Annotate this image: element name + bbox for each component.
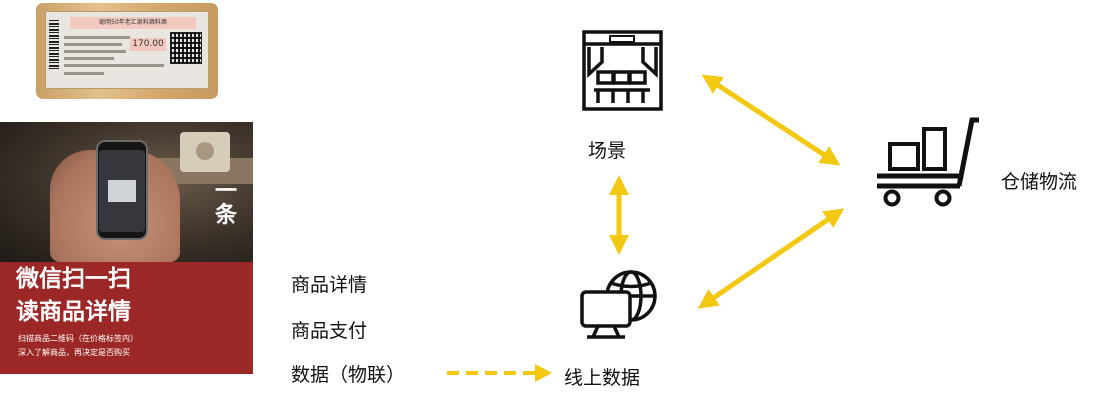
- arrow-scene-logistics: [701, 74, 841, 166]
- photo-speaker-dial: [196, 142, 214, 160]
- banner-line-2: 深入了解商品，再决定是否购买: [18, 348, 130, 357]
- banner-headline-1: 微信扫一扫: [16, 266, 131, 292]
- price-tag-image: 聪明50年老汇泉料酒料酒 170.00: [36, 3, 218, 99]
- price-value: 170.00: [130, 38, 166, 51]
- arrow-online-logistics: [697, 208, 845, 309]
- node-label-logistics: 仓储物流: [1001, 171, 1078, 193]
- monitor-globe-icon: [580, 270, 657, 339]
- tag-detail-line: [64, 57, 114, 60]
- price-tag-screen: 聪明50年老汇泉料酒料酒 170.00: [45, 11, 209, 89]
- tag-detail-line: [64, 50, 126, 53]
- tag-detail-line: [64, 36, 130, 39]
- banner-headline-2: 读商品详情: [16, 299, 131, 325]
- price-tag-header: 聪明50年老汇泉料酒料酒: [70, 17, 196, 29]
- banner-badge: 一条: [214, 179, 237, 228]
- barcode: [49, 20, 59, 70]
- tag-detail-line: [64, 72, 104, 75]
- node-label-scene: 场景: [588, 140, 627, 162]
- cart-icon: [877, 117, 979, 207]
- photo-scan-frame: [108, 180, 136, 202]
- banner-line-1: 扫描商品二维码（在价格标签内）: [18, 334, 138, 343]
- qr-code: [170, 32, 202, 64]
- node-label-online: 线上数据: [564, 367, 641, 389]
- dashed-arrow-head: [535, 364, 552, 382]
- list-item-payment: 商品支付: [291, 320, 368, 342]
- tag-detail-line: [64, 43, 122, 46]
- scan-promo-card: 微信扫一扫 读商品详情 扫描商品二维码（在价格标签内） 深入了解商品，再决定是否…: [0, 122, 253, 374]
- stage-icon: [582, 30, 663, 111]
- scan-banner: [0, 262, 253, 374]
- tag-detail-line: [64, 64, 164, 67]
- list-item-detail: 商品详情: [291, 274, 368, 296]
- qr-code-frame: [170, 32, 202, 64]
- list-item-iot-data: 数据（物联）: [291, 364, 406, 386]
